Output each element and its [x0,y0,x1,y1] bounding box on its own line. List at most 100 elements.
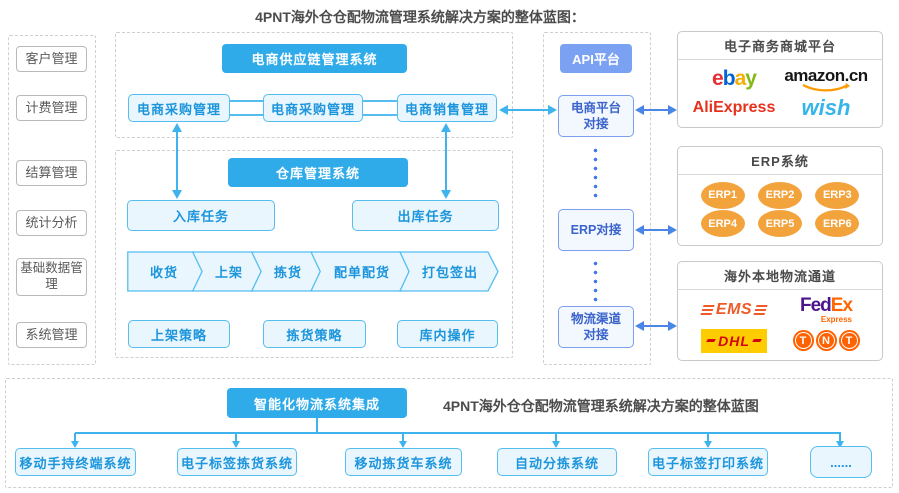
process-step-label: 上架 [214,265,243,280]
process-step-pack-checkout: 打包签出 [399,251,499,292]
node-mobile-handheld-system: 移动手持终端系统 [15,448,136,476]
aliexpress-logo: AliExpress [692,98,776,116]
process-step-receive: 收货 [127,251,205,292]
chevron-shape-icon [399,251,499,292]
arrow-sales-outbound [441,123,451,199]
tree-branch-arrow [552,433,560,448]
node-warehouse-operations: 库内操作 [397,320,498,348]
ems-logo: EMS [700,301,768,319]
ems-wordmark: EMS [715,301,753,319]
tree-branch-arrow [704,433,712,448]
tree-horizontal-line [75,432,841,434]
erp-node: ERP2 [757,181,802,209]
node-ecommerce-sales: 电商销售管理 [397,94,497,122]
tree-branch-arrow [71,433,79,448]
tnt-circle: T [838,330,860,352]
node-outbound-task: 出库任务 [352,200,499,231]
arrow-purchase-inbound [172,123,182,199]
node-electronic-label-picking-system: 电子标签拣货系统 [177,448,297,476]
erp-panel-title: ERP系统 [678,147,882,175]
ebay-letter: y [745,66,757,90]
logistics-panel: 海外本地物流通道 EMS FedEx Express DHL T N T [677,261,883,361]
fedex-express: Express [820,315,853,325]
erp-panel-body: ERP1 ERP2 ERP3 ERP4 ERP5 ERP6 [678,175,882,244]
ebay-letter: e [712,66,724,90]
amazon-smile-icon [802,82,850,91]
node-shelving-strategy: 上架策略 [128,320,230,348]
node-mobile-picking-cart-system: 移动拣货车系统 [345,448,462,476]
wish-logo: wish [801,94,851,120]
dhl-wordmark: DHL [718,332,750,349]
tree-branch-arrow [232,433,240,448]
ebay-logo: ebay [712,66,757,91]
sidebar-group [8,35,96,365]
erp-panel: ERP系统 ERP1 ERP2 ERP3 ERP4 ERP5 ERP6 [677,146,883,246]
sidebar-item-customer-mgmt: 客户管理 [16,46,87,72]
erp-node: ERP6 [815,210,860,238]
tnt-circle: T [792,330,814,352]
ebay-letter: b [722,66,736,90]
page-title: 4PNT海外仓仓配物流管理系统解决方案的整体蓝图： [255,9,585,25]
tnt-circle: N [815,330,837,352]
node-electronic-label-printing-system: 电子标签打印系统 [648,448,768,476]
process-step-label: 配单配货 [333,265,390,280]
bottom-caption: 4PNT海外仓仓配物流管理系统解决方案的整体蓝图 [443,398,759,414]
erp-node: ERP1 [700,181,745,209]
node-inbound-task: 入库任务 [127,200,275,231]
amazon-wordmark: amazon.cn [784,65,868,85]
node-auto-sorting-system: 自动分拣系统 [497,448,617,476]
node-ecommerce-purchase-2: 电商采购管理 [263,94,363,122]
dhl-dash-icon [706,339,716,343]
dhl-logo: DHL [701,328,767,353]
process-flow: 收货 上架 拣货 配单配货 打包签出 [127,251,499,292]
api-platform-group [543,32,651,365]
ems-speed-lines-icon [700,305,715,316]
warehouse-group [115,150,513,358]
sidebar-item-settlement-mgmt: 结算管理 [16,160,87,186]
logistics-panel-body: EMS FedEx Express DHL T N T [678,290,882,359]
erp-node: ERP5 [757,210,802,238]
dhl-dash-icon [752,339,762,343]
logistics-panel-title: 海外本地物流通道 [678,262,882,290]
arrow-sales-api [499,105,557,115]
api-platform-header: API平台 [560,44,632,73]
dotted-connector [593,146,598,198]
node-logistics-channel-connect: 物流渠道对接 [558,306,634,348]
supply-chain-group [115,32,513,138]
node-erp-connect: ERP对接 [558,209,634,251]
ebay-letter: a [734,66,747,90]
smart-logistics-group [5,378,893,488]
process-step-label: 打包签出 [421,265,478,280]
ems-speed-lines-icon [753,305,768,316]
dotted-connector [593,259,598,303]
sidebar-item-system-mgmt: 系统管理 [16,322,87,348]
tree-branch-arrow [836,433,844,448]
arrow-api-ecommerce-panel [635,105,677,115]
tree-trunk-line [316,418,318,433]
ecommerce-panel-title: 电子商务商城平台 [678,32,882,60]
erp-node: ERP3 [815,181,860,209]
fedex-ex: Ex [830,295,853,317]
tnt-logo: T N T [792,330,860,352]
node-more-systems: ...... [810,446,872,478]
sidebar-item-billing-mgmt: 计费管理 [16,95,87,121]
ecommerce-panel-body: ebay amazon.cn AliExpress wish [678,60,882,126]
tree-branch-arrow [399,433,407,448]
smart-logistics-header: 智能化物流系统集成 [227,388,407,418]
warehouse-header: 仓库管理系统 [228,158,408,187]
fedex-fed: Fed [799,295,832,317]
sidebar-item-basic-data-mgmt: 基础数据管理 [16,258,87,296]
process-step-allocate: 配单配货 [310,251,412,292]
ecommerce-panel: 电子商务商城平台 ebay amazon.cn AliExpress wish [677,31,883,128]
process-step-label: 收货 [149,265,178,280]
sidebar-item-statistics: 统计分析 [16,210,87,236]
node-ecommerce-purchase-1: 电商采购管理 [128,94,230,122]
node-picking-strategy: 拣货策略 [263,320,366,348]
amazon-logo: amazon.cn [784,65,868,92]
connector-double-line [363,100,397,116]
connector-double-line [230,100,263,116]
node-ecommerce-platform-connect: 电商平台对接 [558,95,634,137]
erp-node: ERP4 [700,210,745,238]
process-step-label: 拣货 [273,265,302,280]
